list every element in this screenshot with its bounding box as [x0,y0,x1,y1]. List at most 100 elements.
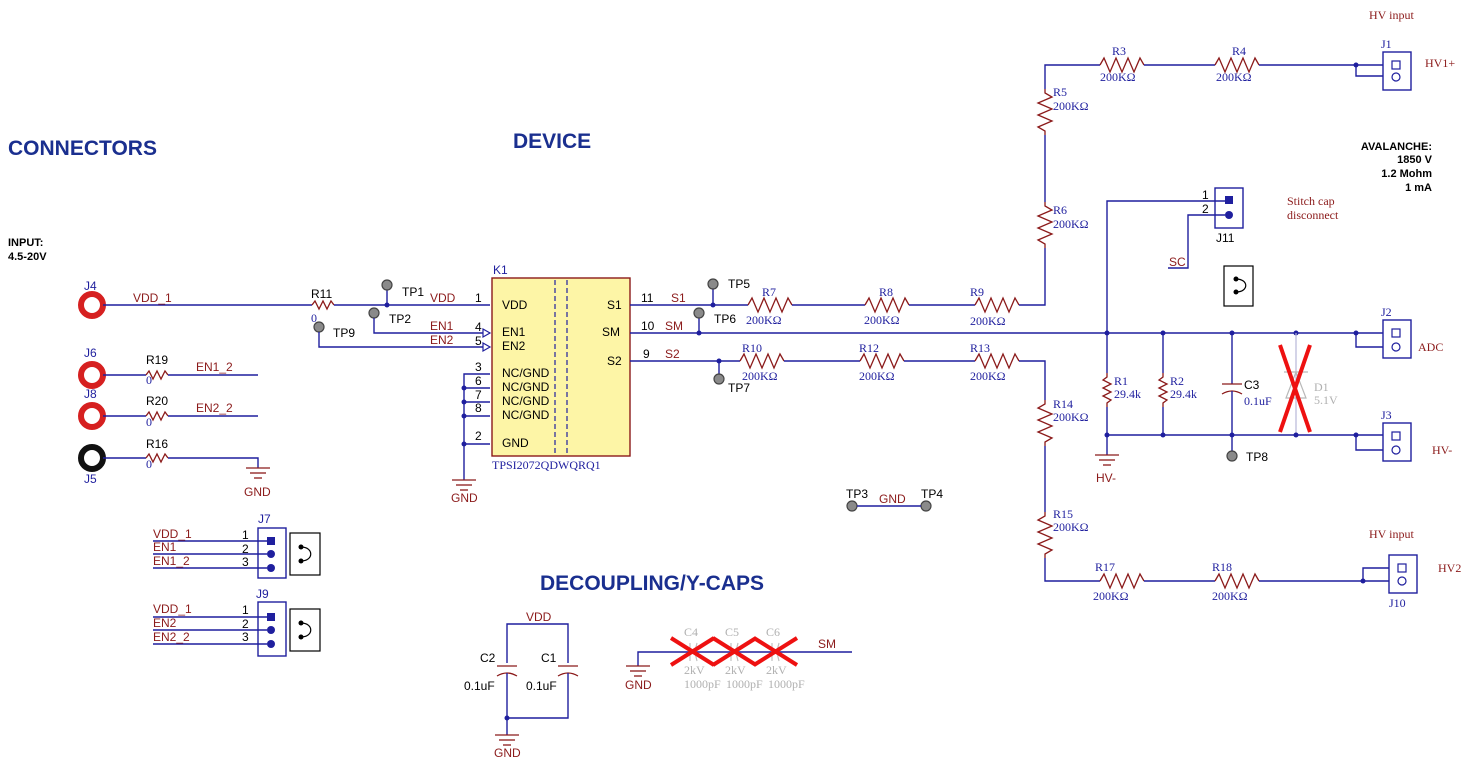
gnd-label-ycap: GND [625,678,652,692]
device-ref: K1 [493,263,508,277]
pin6-name: NC/GND [502,380,550,394]
tp8[interactable] [1226,450,1238,462]
r1-value: 29.4k [1114,387,1141,401]
j1-connector[interactable] [1382,51,1412,91]
j8-banana-jack[interactable] [78,402,106,430]
gnd-symbol-ycap [626,665,650,677]
r13-ref: R13 [970,341,990,355]
j10-connector[interactable] [1388,554,1418,594]
j11-label: J11 [1216,231,1235,245]
j6-banana-jack[interactable] [78,361,106,389]
r12-value: 200KΩ [859,369,895,383]
j5-wire-b [168,457,259,468]
r8-resistor [864,296,910,314]
c3-value: 0.1uF [1244,394,1272,408]
tp1[interactable] [381,279,393,291]
tp3[interactable] [846,500,858,512]
net-vdd-label: VDD [430,291,456,305]
r6-ref: R6 [1053,203,1067,217]
r15-r17-wire [1044,558,1100,582]
en1-wire [373,318,483,334]
avalanche-line3: 1.2 Mohm [1381,168,1432,180]
gnd-label-j5: GND [244,485,271,499]
pin3-num: 3 [475,360,482,374]
j11-pin1: 1 [1202,188,1209,202]
net-sc-label: SC [1169,255,1186,269]
c1-ref: C1 [541,651,557,665]
junction-pin6 [461,385,467,391]
avalanche-line2: 1850 V [1397,154,1433,166]
pin3-name: NC/GND [502,366,550,380]
junction-hv-c3 [1229,432,1235,438]
r7-value: 200KΩ [746,313,782,327]
j11-jumper-icon [1223,265,1254,307]
j9-pin-1: 1 [242,603,249,617]
avalanche-line4: 1 mA [1405,182,1432,194]
tp9[interactable] [313,321,325,333]
j11-pin2: 2 [1202,202,1209,216]
pin2-name: GND [502,436,529,450]
j8-label: J8 [84,387,97,401]
device-k1[interactable] [491,277,631,457]
tp8-label: TP8 [1246,450,1268,464]
net-s2-label: S2 [665,347,680,361]
r8-ref: R8 [879,285,893,299]
r3-value: 200KΩ [1100,70,1136,84]
j2-connector[interactable] [1382,319,1412,359]
j7-label: J7 [258,512,271,526]
j11-header[interactable] [1214,187,1244,229]
net-hv1plus: HV1+ [1425,56,1455,70]
tp5[interactable] [707,278,719,290]
gnd-label-decoupling: GND [494,746,521,760]
r4-value: 200KΩ [1216,70,1252,84]
r8-value: 200KΩ [864,313,900,327]
r12-resistor [859,352,905,370]
j9-net-3: EN2_2 [153,630,190,644]
tp5-label: TP5 [728,277,750,291]
net-sm-label: SM [665,319,683,333]
tp2-label: TP2 [389,312,411,326]
c2-value: 0.1uF [464,679,495,693]
net-hv-minus-conn: HV- [1432,443,1452,457]
net-sm-ycap: SM [818,637,836,651]
net-s1-label: S1 [671,291,686,305]
r13-resistor [974,352,1020,370]
tp7[interactable] [713,373,725,385]
j3-label: J3 [1381,408,1392,422]
j7-jumper-icon [289,532,321,576]
pin8-name: NC/GND [502,408,550,422]
j7-header[interactable] [257,527,287,579]
j3-pin2-wire [1355,435,1390,451]
j9-header[interactable] [257,601,287,657]
r11-resistor [311,299,335,311]
j2-label: J2 [1381,305,1392,319]
r16-value: 0 [146,457,152,471]
r9-r6-wire [1019,248,1046,306]
r5-r3-wire [1044,64,1100,89]
gnd-symbol-device [452,479,476,491]
r3-ref: R3 [1112,44,1126,58]
tp1-label: TP1 [402,285,424,299]
tp2[interactable] [368,307,380,319]
pin7-num: 7 [475,388,482,402]
d1-value: 5.1V [1314,393,1338,407]
j9-jumper-icon [289,608,321,652]
tp7-label: TP7 [728,381,750,395]
j3-connector[interactable] [1382,422,1412,462]
r6-value: 200KΩ [1053,217,1089,231]
j11-pin1-wire [1106,200,1225,333]
d1-ref: D1 [1314,380,1329,394]
net-en1-2-label: EN1_2 [196,360,233,374]
r14-resistor [1036,400,1054,446]
r10-resistor [739,352,785,370]
j4-banana-jack[interactable] [78,291,106,319]
j2-pin2-wire [1355,333,1390,348]
tp6[interactable] [693,307,705,319]
j5-banana-jack[interactable] [78,444,106,472]
tp4[interactable] [920,500,932,512]
pin5-num: 5 [475,334,482,348]
decoupling-bottom-wire [506,673,569,719]
pin10-num: 10 [641,319,655,333]
pin6-num: 6 [475,374,482,388]
c4-value1: 2kV [684,663,705,677]
